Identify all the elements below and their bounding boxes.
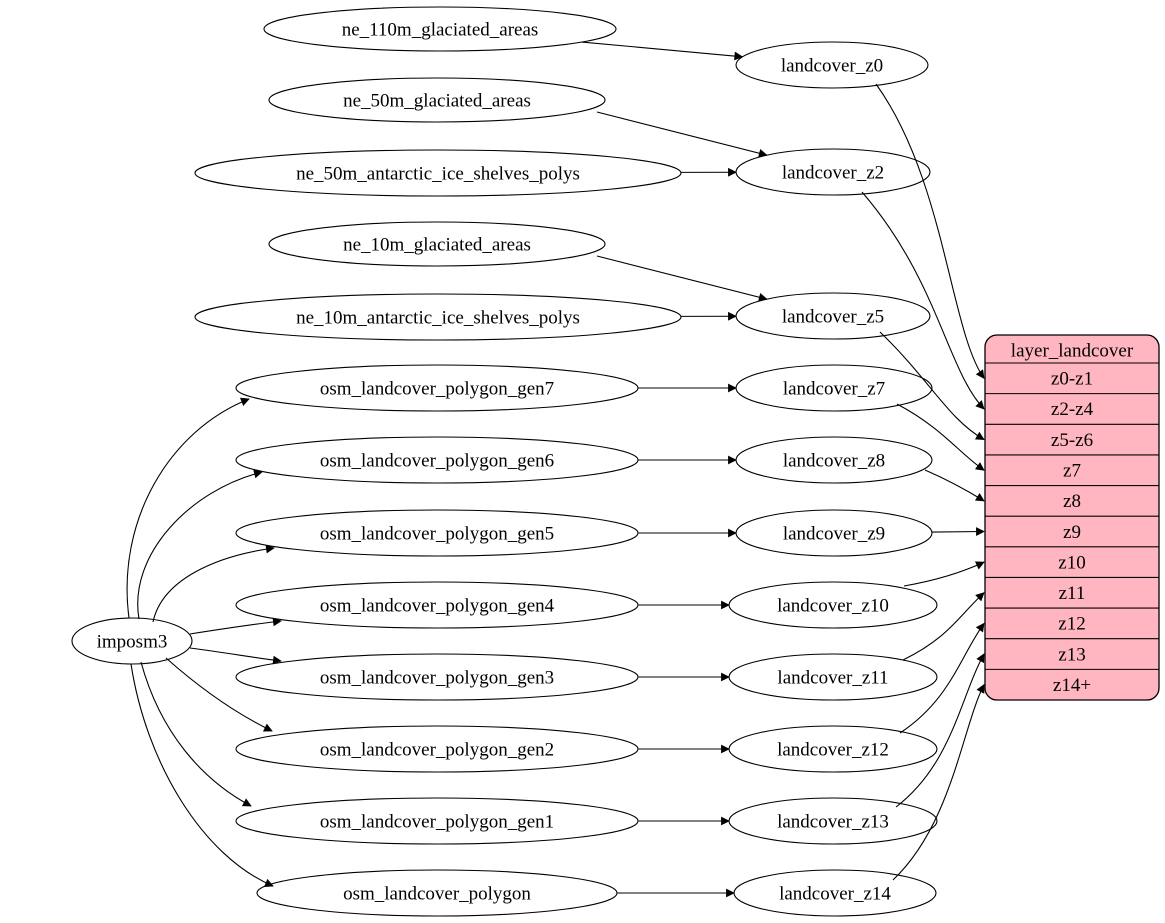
node-label: osm_landcover_polygon_gen6 <box>320 450 554 471</box>
edge-landcover_z8-to-layer_landcover-z8 <box>924 469 985 502</box>
edge-imposm3-to-osm_landcover_polygon_gen5 <box>152 544 275 623</box>
edge-landcover_z10-to-layer_landcover-z10 <box>903 561 985 587</box>
node-label: landcover_z12 <box>777 739 889 760</box>
record-row-z7: z7 <box>1063 460 1081 481</box>
node-ellipse <box>268 221 606 267</box>
edge-landcover_z2-to-layer_landcover-z2-z4 <box>861 191 985 410</box>
node-label: landcover_z14 <box>779 883 891 904</box>
node-label: ne_110m_glaciated_areas <box>342 19 539 40</box>
edge-imposm3-to-osm_landcover_polygon_gen4 <box>189 617 282 635</box>
record-row-z5-z6: z5-z6 <box>1051 430 1093 451</box>
node-osm_landcover_polygon_gen5: osm_landcover_polygon_gen5 <box>235 509 639 557</box>
node-label: osm_landcover_polygon_gen2 <box>320 739 554 760</box>
edge-landcover_z12-to-layer_landcover-z12 <box>899 622 985 734</box>
edge-landcover_z7-to-layer_landcover-z7 <box>896 403 985 471</box>
record-layer_landcover: layer_landcover z0-z1 z2-z4 z5-z6 z7 z8 z9 z10 z… <box>984 334 1160 701</box>
record-row-z11: z11 <box>1059 583 1086 604</box>
edges-layer <box>126 41 985 898</box>
edge-landcover_z11-to-layer_landcover-z11 <box>902 592 985 661</box>
edge-imposm3-to-osm_landcover_polygon_gen7 <box>126 397 250 619</box>
node-label: osm_landcover_polygon_gen5 <box>320 523 554 544</box>
node-landcover_z2: landcover_z2 <box>735 148 931 196</box>
node-label: imposm3 <box>97 631 168 652</box>
node-imposm3: imposm3 <box>71 617 193 665</box>
node-landcover_z14: landcover_z14 <box>733 869 937 917</box>
record-row-z9: z9 <box>1063 522 1081 543</box>
node-ne_10m_glaciated_areas: ne_10m_glaciated_areas <box>268 221 606 267</box>
node-ellipse <box>194 149 682 197</box>
node-osm_landcover_polygon: osm_landcover_polygon <box>256 869 618 917</box>
node-label: landcover_z10 <box>777 595 889 616</box>
record-body <box>984 334 1160 701</box>
node-label: landcover_z11 <box>777 667 888 688</box>
node-landcover_z8: landcover_z8 <box>735 436 933 484</box>
node-osm_landcover_polygon_gen2: osm_landcover_polygon_gen2 <box>235 725 639 773</box>
node-label: osm_landcover_polygon_gen1 <box>320 811 554 832</box>
node-osm_landcover_polygon_gen7: osm_landcover_polygon_gen7 <box>235 364 639 412</box>
edge-imposm3-to-osm_landcover_polygon_gen1 <box>140 661 252 807</box>
edge-imposm3-to-osm_landcover_polygon_gen6 <box>137 469 263 620</box>
node-osm_landcover_polygon_gen1: osm_landcover_polygon_gen1 <box>235 797 639 845</box>
node-label: landcover_z0 <box>781 55 883 76</box>
node-ellipse <box>71 617 193 665</box>
node-label: ne_10m_antarctic_ice_shelves_polys <box>296 307 580 328</box>
node-label: osm_landcover_polygon <box>343 883 531 904</box>
edge-imposm3-to-osm_landcover_polygon_gen3 <box>189 647 282 665</box>
node-ellipse <box>194 293 682 341</box>
node-label: ne_10m_glaciated_areas <box>343 234 531 255</box>
edge-ne_10m_glaciated_areas-to-landcover_z5 <box>596 255 768 302</box>
node-osm_landcover_polygon_gen3: osm_landcover_polygon_gen3 <box>235 653 639 701</box>
node-label: landcover_z5 <box>782 306 884 327</box>
edge-landcover_z14-to-layer_landcover-z14+ <box>892 683 985 881</box>
record-row-z13: z13 <box>1058 644 1085 665</box>
record-row-z2-z4: z2-z4 <box>1051 399 1094 420</box>
node-osm_landcover_polygon_gen4: osm_landcover_polygon_gen4 <box>235 581 639 629</box>
node-label: osm_landcover_polygon_gen4 <box>320 595 555 616</box>
record-title: layer_landcover <box>1011 340 1134 361</box>
node-ellipse <box>735 41 929 89</box>
edge-ne_110m_glaciated_areas-to-landcover_z0 <box>581 41 744 61</box>
node-landcover_z11: landcover_z11 <box>728 653 938 701</box>
node-landcover_z13: landcover_z13 <box>728 797 938 845</box>
record-row-z8: z8 <box>1063 491 1081 512</box>
node-landcover_z12: landcover_z12 <box>728 725 938 773</box>
node-label: landcover_z9 <box>783 523 885 544</box>
node-label: landcover_z2 <box>782 162 884 183</box>
record-row-z0-z1: z0-z1 <box>1051 369 1093 390</box>
node-landcover_z0: landcover_z0 <box>735 41 929 89</box>
node-ne_50m_antarctic_ice_shelves_polys: ne_50m_antarctic_ice_shelves_polys <box>194 149 682 197</box>
edge-landcover_z9-to-layer_landcover-z9 <box>931 527 985 536</box>
edge-landcover_z5-to-layer_landcover-z5-z6 <box>879 331 985 441</box>
node-ellipse <box>268 77 606 123</box>
record-row-z14+: z14+ <box>1053 675 1091 696</box>
node-ellipse <box>263 6 617 52</box>
node-ne_50m_glaciated_areas: ne_50m_glaciated_areas <box>268 77 606 123</box>
node-label: ne_50m_antarctic_ice_shelves_polys <box>296 163 580 184</box>
node-landcover_z7: landcover_z7 <box>735 364 933 412</box>
node-landcover_z5: landcover_z5 <box>735 292 931 340</box>
edge-imposm3-to-osm_landcover_polygon <box>130 663 274 887</box>
node-ne_10m_antarctic_ice_shelves_polys: ne_10m_antarctic_ice_shelves_polys <box>194 293 682 341</box>
node-label: landcover_z8 <box>783 450 885 471</box>
node-landcover_z9: landcover_z9 <box>735 509 933 557</box>
node-label: landcover_z7 <box>783 378 885 399</box>
node-label: osm_landcover_polygon_gen7 <box>320 378 554 399</box>
node-label: ne_50m_glaciated_areas <box>343 90 531 111</box>
nodes-layer: ne_110m_glaciated_areas landcover_z0 ne_50… <box>71 6 1160 917</box>
edge-imposm3-to-osm_landcover_polygon_gen2 <box>165 657 273 732</box>
node-label: osm_landcover_polygon_gen3 <box>320 667 554 688</box>
node-ne_110m_glaciated_areas: ne_110m_glaciated_areas <box>263 6 617 52</box>
node-landcover_z10: landcover_z10 <box>728 581 938 629</box>
edge-ne_50m_glaciated_areas-to-landcover_z2 <box>596 111 768 158</box>
node-osm_landcover_polygon_gen6: osm_landcover_polygon_gen6 <box>235 436 639 484</box>
edge-landcover_z13-to-layer_landcover-z13 <box>895 653 985 808</box>
node-label: landcover_z13 <box>777 811 889 832</box>
record-row-z12: z12 <box>1058 614 1085 635</box>
record-row-z10: z10 <box>1058 552 1085 573</box>
edge-landcover_z0-to-layer_landcover-z0-z1 <box>875 83 985 380</box>
